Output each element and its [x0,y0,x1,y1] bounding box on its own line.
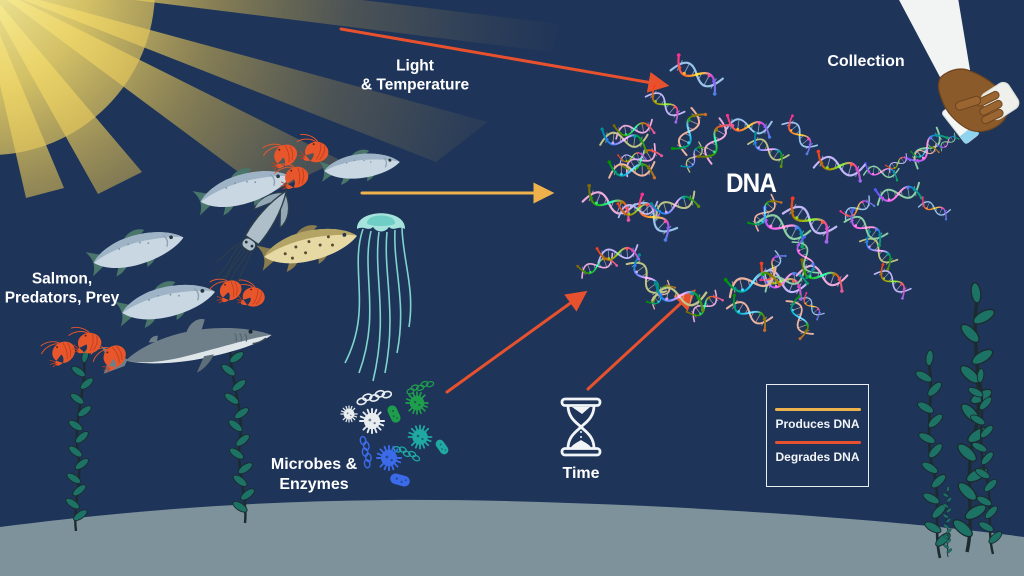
shrimp-icon [38,334,79,370]
salmon-icon [111,270,221,335]
legend-degrades-line [774,440,861,444]
dna-helix-icon [856,228,901,273]
label-collection: Collection [827,53,905,70]
label-dna: DNA [726,168,777,199]
dna-helix-icon [810,148,869,185]
label-microbes-line1: Microbes & [270,456,358,473]
dna-helix-icon [642,83,688,126]
label-microbes-enzymes: Microbes & Enzymes [271,455,357,495]
hourglass-icon [560,397,602,457]
dna-helix-icon [797,290,827,322]
jellyfish-icon [344,212,412,382]
arrow-light-degrades [339,27,670,93]
label-light-temperature: Light & Temperature [361,57,469,96]
dna-helix-icon [579,182,639,224]
dna-helix-icon [779,112,821,157]
arrow-time-degrades [586,289,696,391]
seafloor [0,499,1024,576]
microbes-cluster [340,378,450,488]
dna-helix-icon [838,193,877,224]
label-light-line1: Light [396,57,434,75]
dna-helix-icon [667,51,727,98]
arrow-microbes-degrade [445,290,588,394]
dna-helix-icon [871,261,914,302]
dna-helix-icon [627,190,681,244]
dna-helix-icon [723,292,776,334]
label-light-line2: & Temperature [360,77,470,94]
dna-helix-icon [597,126,651,154]
dna-helix-icon [872,179,925,208]
seaweed-right [911,279,1007,561]
label-salmon-line2: Predators, Prey [4,290,120,307]
legend: Produces DNA Degrades DNA [766,384,869,487]
label-salmon-predators-prey: Salmon, Predators, Prey [5,270,120,309]
arrows [339,27,696,394]
salmon-icon [317,144,403,188]
dna-helix-icon [861,161,902,183]
legend-produces-label: Produces DNA [775,416,860,431]
label-salmon-line1: Salmon, [31,270,93,288]
dna-helix-icon [783,293,816,342]
dna-helix-icon [594,242,642,266]
label-time: Time [562,465,600,482]
dna-helix-icon [751,259,811,303]
sun-rays-icon [0,0,560,198]
legend-degrades-label: Degrades DNA [775,449,860,464]
hand-with-sample-tube-icon [899,0,1020,145]
legend-produces-line [774,407,861,411]
dna-helix-icon [617,140,665,180]
dna-helix-icon [695,115,736,167]
dna-helix-icon [916,195,953,222]
label-microbes-line2: Enzymes [279,476,349,493]
dna-helix-icon [575,250,620,281]
